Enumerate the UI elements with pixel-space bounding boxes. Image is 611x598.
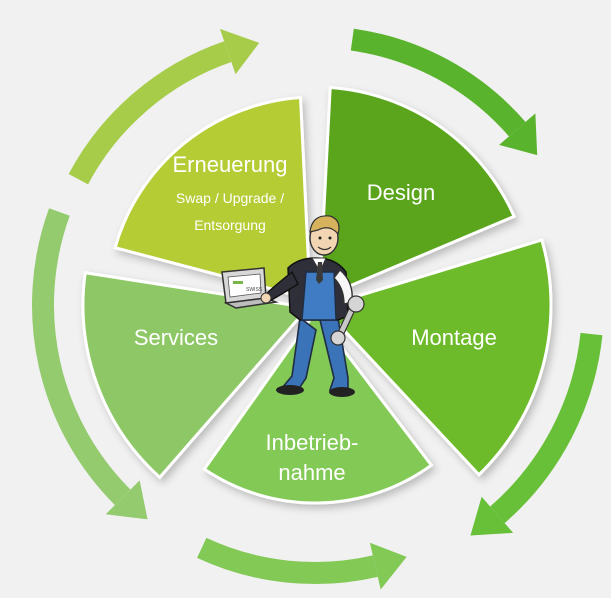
label-services: Services [134,325,218,350]
segment-montage [319,238,553,477]
label-inbetrieb-2: nahme [278,460,345,485]
arrow-right [490,332,603,524]
label-erneuerung-sub2: Entsorgung [194,217,266,233]
laptop-icon: SWISS [221,267,279,309]
arrow-left [32,208,131,506]
arrowhead-top-right [499,113,538,156]
arrowhead-bottom [369,542,407,590]
wrench-icon [330,295,365,346]
arrowhead-left [105,480,148,520]
technician-illustration: SWISS [221,215,365,397]
arrow-top-right [350,28,526,137]
segment-erneuerung [113,95,312,302]
label-design: Design [367,180,435,205]
segment-labels: Erneuerung Swap / Upgrade / Entsorgung D… [134,152,497,485]
label-erneuerung: Erneuerung [173,152,288,177]
label-inbetrieb-1: Inbetrieb- [266,430,359,455]
segment-services [81,270,311,480]
pie-segments [81,85,553,505]
segment-design [317,85,517,302]
cycle-arrows [32,28,603,590]
arrow-bottom [197,537,378,584]
segment-inbetrieb [202,309,434,505]
label-montage: Montage [411,325,497,350]
label-erneuerung-sub1: Swap / Upgrade / [176,190,284,206]
arrowhead-top-left [219,28,260,75]
arrow-top-left [68,41,232,185]
laptop-screen-text: SWISS [246,287,263,293]
arrowhead-right [470,496,514,536]
